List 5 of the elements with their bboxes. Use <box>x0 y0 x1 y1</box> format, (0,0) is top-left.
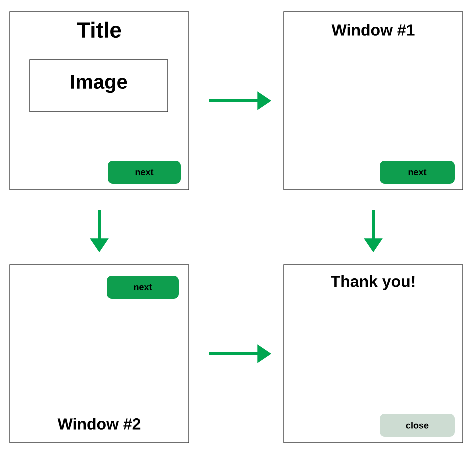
next-button: next <box>107 276 179 299</box>
next-button: next <box>108 161 181 184</box>
next-button: next <box>380 161 455 184</box>
image-box: Image <box>30 60 168 112</box>
close-button: close <box>380 414 455 437</box>
